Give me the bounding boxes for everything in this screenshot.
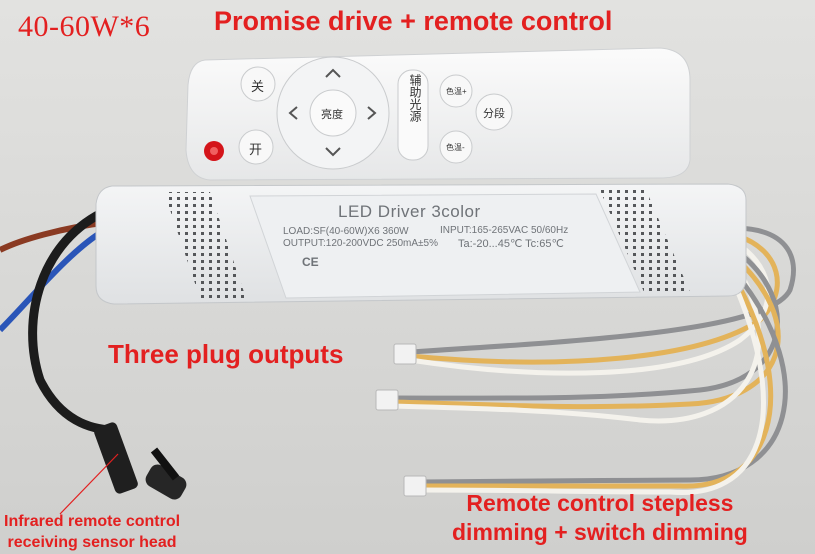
driver-temp-spec: Ta:-20...45℃ Tc:65℃ [458,238,564,250]
driver-title: LED Driver 3color [338,202,481,221]
driver-input-spec: INPUT:165-265VAC 50/60Hz [440,225,569,236]
input-wires [0,205,116,435]
ce-mark: CE [302,255,319,269]
remote-brightness-button: 亮度 [321,109,343,121]
remote-off-button: 关 [251,79,265,94]
remote-aux-light-button: 辅助光源 [408,74,422,122]
remote-dimming-caption-line1: Remote control stepless [466,490,734,516]
headline-caption: Promise drive + remote control [214,6,613,36]
driver-output-spec: OUTPUT:120-200VDC 250mA±5% [283,238,438,249]
sensor-caption-line1: Infrared remote control [4,513,181,530]
remote-control [185,47,691,181]
remote-dimming-caption-line2: dimming + switch dimming [452,519,748,545]
output-wires [375,225,796,497]
remote-dimming-caption: Remote control stepless dimming + switch… [452,489,748,547]
power-spec-caption: 40-60W*6 [18,10,151,43]
ir-sensor-head [94,422,187,500]
remote-on-button: 开 [249,142,263,157]
sensor-caption: Infrared remote control receiving sensor… [4,511,180,553]
remote-warm-plus-button: 色温+ [446,87,467,96]
driver-load-spec: LOAD:SF(40-60W)X6 360W [283,226,409,237]
outputs-caption: Three plug outputs [108,339,344,369]
remote-segment-button: 分段 [483,108,505,120]
remote-warm-minus-button: 色温- [446,143,465,152]
sensor-caption-line2: receiving sensor head [7,534,177,551]
led-driver-housing [95,183,747,305]
